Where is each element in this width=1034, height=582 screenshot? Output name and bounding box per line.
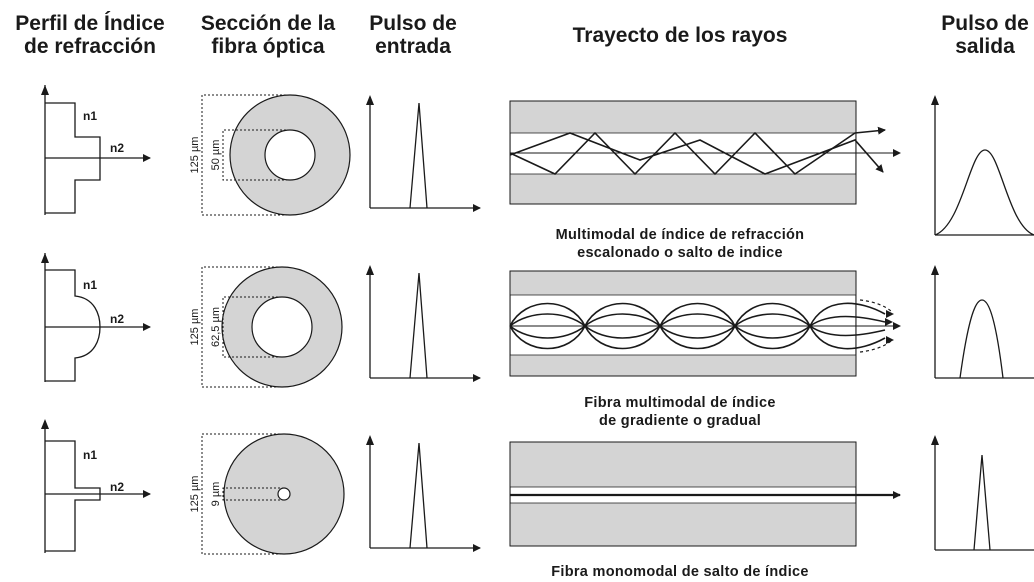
fiber-cross-section-3 bbox=[201, 433, 345, 555]
graded-profile-curve bbox=[45, 269, 101, 382]
header-profile: Perfil de Índice de refracción bbox=[2, 12, 178, 58]
index-profile-3 bbox=[41, 419, 151, 553]
step-profile-curve bbox=[45, 102, 101, 214]
output-pulse-1 bbox=[931, 95, 1034, 236]
header-path: Trayecto de los rayos bbox=[540, 24, 820, 47]
row-graded-index: n1 n2 125 µm 62,5 µm bbox=[41, 253, 1034, 388]
output-pulse-3 bbox=[931, 435, 1034, 551]
header-input-line2: entrada bbox=[375, 35, 451, 58]
header-profile-line1: Perfil de Índice bbox=[15, 12, 165, 35]
input-pulse-1 bbox=[366, 95, 481, 212]
header-profile-line2: de refracción bbox=[24, 35, 156, 58]
fiber-cross-section-2 bbox=[201, 266, 343, 388]
caption-row2-line2: de gradiente o gradual bbox=[598, 413, 762, 429]
index-profile-1 bbox=[41, 85, 151, 215]
n2-label: n2 bbox=[110, 312, 124, 326]
arrow-up-icon bbox=[931, 435, 939, 445]
core-diameter-label: 62,5 µm bbox=[210, 307, 222, 347]
arrow-up-icon bbox=[41, 253, 49, 263]
header-path-line1: Trayecto de los rayos bbox=[572, 24, 788, 47]
core-diameter-label: 50 µm bbox=[210, 140, 222, 171]
ray-path-3 bbox=[509, 441, 901, 547]
header-section-line1: Sección de la bbox=[200, 12, 336, 35]
outer-diameter-label: 125 µm bbox=[189, 309, 201, 346]
arrow-up-icon bbox=[41, 85, 49, 95]
output-pulse-2 bbox=[931, 265, 1034, 379]
arrow-up-icon bbox=[931, 95, 939, 105]
arrow-up-icon bbox=[41, 419, 49, 429]
caption-row1-line2: escalonado o salto de indice bbox=[577, 245, 783, 261]
fiber-cross-section-1 bbox=[201, 94, 351, 216]
row-single-mode: n1 n2 125 µm 9 µm bbox=[41, 419, 1034, 555]
row-step-index: n1 n2 125 µm 50 µm bbox=[41, 85, 1034, 236]
caption-step-index-multimode: Multimodal de índice de refracción escal… bbox=[500, 226, 860, 262]
arrow-up-icon bbox=[366, 265, 374, 275]
index-profile-2 bbox=[41, 253, 151, 382]
caption-graded-index-multimode: Fibra multimodal de índice de gradiente … bbox=[500, 394, 860, 430]
arrow-up-icon bbox=[366, 435, 374, 445]
arrow-right-icon bbox=[886, 336, 894, 344]
outer-diameter-label: 125 µm bbox=[189, 476, 201, 513]
input-pulse-2 bbox=[366, 265, 481, 382]
header-output-line1: Pulso de bbox=[941, 12, 1029, 35]
header-output-line2: salida bbox=[955, 35, 1015, 58]
header-section: Sección de la fibra óptica bbox=[188, 12, 348, 58]
caption-single-mode: Fibra monomodal de salto de índice bbox=[490, 563, 870, 581]
arrow-right-icon bbox=[886, 310, 894, 318]
arrow-up-icon bbox=[931, 265, 939, 275]
caption-row3-line1: Fibra monomodal de salto de índice bbox=[551, 564, 809, 580]
n1-label: n1 bbox=[83, 448, 97, 462]
caption-row2-line1: Fibra multimodal de índice bbox=[584, 395, 776, 411]
header-input-line1: Pulso de bbox=[369, 12, 457, 35]
header-output: Pulso de salida bbox=[930, 12, 1034, 58]
n1-label: n1 bbox=[83, 109, 97, 123]
header-input: Pulso de entrada bbox=[358, 12, 468, 58]
arrow-up-icon bbox=[366, 95, 374, 105]
n1-label: n1 bbox=[83, 278, 97, 292]
core-diameter-label: 9 µm bbox=[210, 482, 222, 507]
ray-path-1 bbox=[509, 100, 901, 205]
outer-diameter-label: 125 µm bbox=[189, 137, 201, 174]
n2-label: n2 bbox=[110, 141, 124, 155]
arrow-right-icon bbox=[885, 318, 893, 326]
ray-path-2 bbox=[509, 270, 901, 377]
header-section-line2: fibra óptica bbox=[211, 35, 325, 58]
input-pulse-3 bbox=[366, 435, 481, 552]
single-mode-profile-curve bbox=[45, 440, 101, 552]
caption-row1-line1: Multimodal de índice de refracción bbox=[555, 227, 805, 243]
n2-label: n2 bbox=[110, 480, 124, 494]
